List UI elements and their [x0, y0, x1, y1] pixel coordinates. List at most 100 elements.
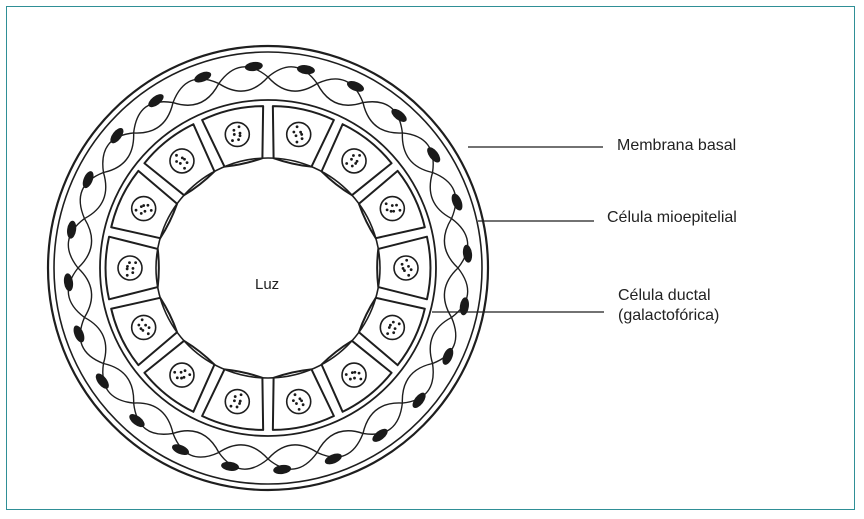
nucleus-chromatin-dot: [140, 212, 143, 215]
nucleus-chromatin-dot: [302, 403, 305, 406]
myoepithelial-nucleus-icon: [296, 64, 315, 75]
nucleus-chromatin-dot: [126, 268, 129, 271]
nucleus-chromatin-dot: [144, 210, 147, 213]
myoepithelial-cell: [173, 79, 219, 105]
nucleus-chromatin-dot: [386, 332, 389, 335]
nucleus-chromatin-dot: [128, 261, 131, 264]
myoepithelial-nucleus-icon: [81, 170, 96, 190]
nucleus-chromatin-dot: [147, 204, 150, 207]
nucleus-chromatin-dot: [135, 209, 138, 212]
ductal-nucleus-icon: [380, 315, 404, 339]
nucleus-chromatin-dot: [175, 160, 178, 163]
nucleus-chromatin-dot: [237, 138, 240, 141]
nucleus-chromatin-dot: [150, 209, 153, 212]
nucleus-chromatin-dot: [392, 210, 395, 213]
myoepithelial-nucleus-icon: [146, 92, 166, 110]
nucleus-chromatin-dot: [180, 371, 183, 374]
nucleus-chromatin-dot: [186, 161, 189, 164]
nucleus-chromatin-dot: [388, 326, 391, 329]
nucleus-chromatin-dot: [126, 274, 129, 277]
nucleus-chromatin-dot: [391, 204, 394, 207]
nucleus-chromatin-dot: [353, 377, 356, 380]
myoepithelial-nucleus-icon: [193, 69, 213, 84]
nucleus-chromatin-dot: [358, 154, 361, 157]
nucleus-chromatin-dot: [349, 378, 352, 381]
myoepithelial-cell: [268, 445, 317, 469]
ductal-cell-label-sub: (galactofórica): [618, 306, 719, 325]
nucleus-chromatin-dot: [131, 271, 134, 274]
nucleus-chromatin-dot: [173, 371, 176, 374]
nucleus-chromatin-dot: [181, 157, 184, 160]
nucleus-chromatin-dot: [295, 402, 298, 405]
myoepithelial-cell: [80, 317, 106, 363]
myoepithelial-nucleus-icon: [170, 442, 190, 457]
nucleus-chromatin-dot: [233, 129, 236, 132]
ductal-nucleus-icon: [170, 149, 194, 173]
nucleus-chromatin-dot: [239, 132, 242, 135]
ductal-nucleus-icon: [132, 197, 156, 221]
nucleus-chromatin-dot: [352, 154, 355, 157]
nucleus-chromatin-dot: [296, 141, 299, 144]
myoepithelial-cell: [68, 268, 91, 317]
nucleus-chromatin-dot: [407, 265, 410, 268]
nucleus-chromatin-dot: [299, 131, 302, 134]
nucleus-chromatin-dot: [298, 408, 301, 411]
nucleus-chromatin-dot: [148, 326, 151, 329]
nucleus-chromatin-dot: [188, 373, 191, 376]
nucleus-chromatin-dot: [392, 331, 395, 334]
myoepithelial-nucleus-icon: [71, 324, 86, 344]
nucleus-chromatin-dot: [292, 399, 295, 402]
nucleus-chromatin-dot: [234, 395, 237, 398]
nucleus-chromatin-dot: [126, 265, 129, 268]
nucleus-chromatin-dot: [238, 402, 241, 405]
nucleus-chromatin-dot: [137, 324, 140, 327]
nucleus-chromatin-dot: [175, 154, 178, 157]
nucleus-chromatin-dot: [386, 208, 389, 211]
nucleus-chromatin-dot: [401, 263, 404, 266]
nucleus-chromatin-dot: [356, 160, 359, 163]
ductal-cell: [202, 369, 263, 430]
nucleus-chromatin-dot: [405, 259, 408, 262]
nucleus-chromatin-dot: [390, 210, 393, 213]
myoepithelial-nucleus-icon: [345, 79, 365, 94]
ductal-nucleus-icon: [342, 149, 366, 173]
myoepithelial-cell: [430, 173, 456, 219]
basement-membrane: [48, 46, 488, 490]
myoepithelial-nucleus-icon: [323, 451, 343, 466]
myoepithelial-band-inner-edge: [100, 100, 436, 436]
nucleus-chromatin-dot: [345, 373, 348, 376]
nucleus-chromatin-dot: [233, 133, 236, 136]
myoepithelial-cell: [317, 431, 363, 457]
nucleus-chromatin-dot: [301, 137, 304, 140]
nucleus-chromatin-dot: [240, 393, 243, 396]
nucleus-chromatin-dot: [403, 269, 406, 272]
nucleus-chromatin-dot: [399, 209, 402, 212]
nucleus-chromatin-dot: [296, 125, 299, 128]
nucleus-chromatin-dot: [179, 162, 182, 165]
ductal-nucleus-icon: [225, 122, 249, 146]
nucleus-chromatin-dot: [183, 167, 186, 170]
nucleus-chromatin-dot: [345, 162, 348, 165]
nucleus-chromatin-dot: [183, 376, 186, 379]
nucleus-chromatin-dot: [238, 125, 241, 128]
nucleus-chromatin-dot: [294, 393, 297, 396]
ductal-cell: [273, 369, 334, 430]
nucleus-chromatin-dot: [358, 372, 361, 375]
myoepithelial-cell: [444, 219, 467, 268]
myoepithelial-nucleus-icon: [273, 464, 292, 475]
nucleus-chromatin-dot: [392, 321, 395, 324]
nucleus-chromatin-dot: [141, 329, 144, 332]
nucleus-chromatin-dot: [184, 369, 187, 372]
nucleus-chromatin-dot: [132, 267, 135, 270]
myoepithelial-nucleus-icon: [449, 192, 464, 212]
nucleus-chromatin-dot: [295, 134, 298, 137]
ductal-nucleus-icon: [132, 315, 156, 339]
nucleus-chromatin-dot: [410, 268, 413, 271]
myoepithelial-cell: [219, 67, 268, 91]
ductal-cell: [273, 106, 334, 167]
nucleus-chromatin-dot: [359, 378, 362, 381]
myoepithelial-nucleus-icon: [459, 297, 470, 316]
nucleus-chromatin-dot: [233, 399, 236, 402]
nucleus-chromatin-dot: [292, 131, 295, 134]
